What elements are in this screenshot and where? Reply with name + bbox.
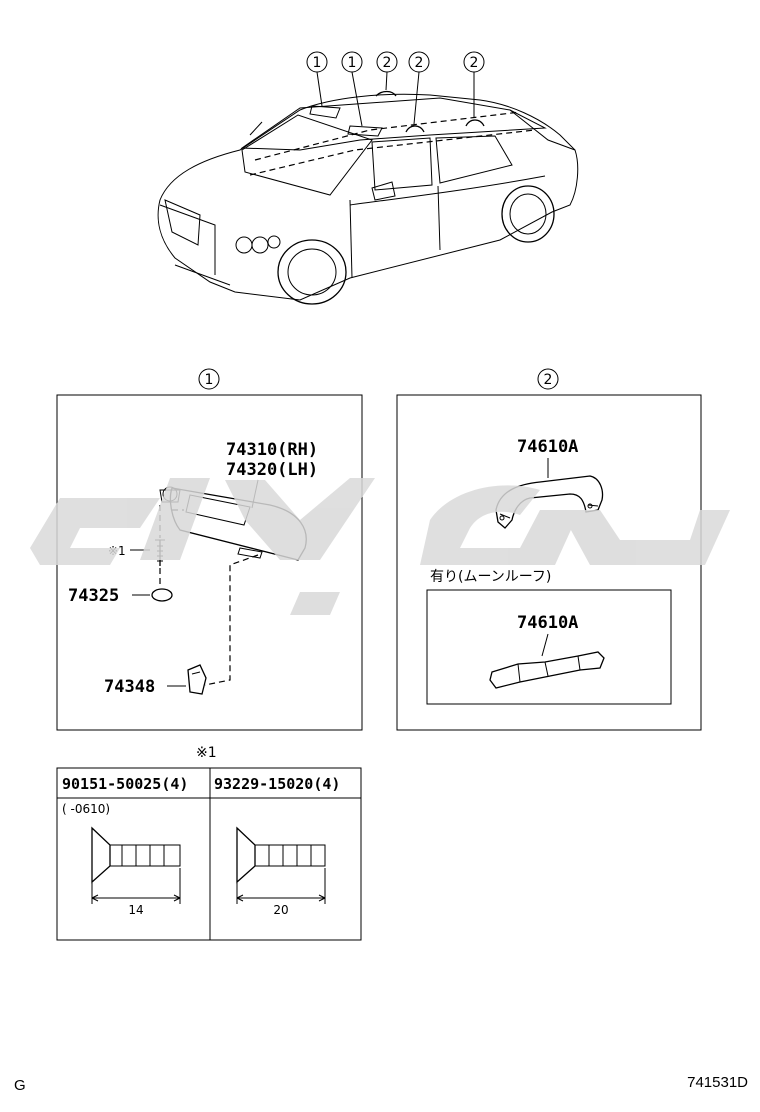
part-74320-lh: 74320(LH) [226,460,318,480]
screw-90151-icon [91,826,181,904]
assist-grip-moonroof-icon [489,651,605,689]
footer-mark: G [14,1077,26,1094]
panel-2-assist-grip: 2 74610A 有り(ムーンルーフ) 74610A [396,368,702,731]
part-74610a-moonroof: 74610A [517,613,578,633]
watermark-logo [30,478,730,615]
moonroof-label: 有り(ムーンルーフ) [430,569,551,585]
callout-1-b: 1 [348,55,357,71]
screw-part-90151: 90151-50025(4) [62,775,188,793]
screw-col1-note: ( -0610) [62,802,110,816]
part-74310-rh: 74310(RH) [226,440,318,460]
part-74325: 74325 [68,586,119,606]
callout-2-a: 2 [383,55,392,71]
screw-col2-length: 20 [273,903,288,917]
panel-1-label: 1 [205,372,214,388]
diagram-id: 741531D [687,1074,748,1091]
panel-2-label: 2 [544,372,553,388]
callout-2-b: 2 [415,55,424,71]
car-callouts: 1 1 2 2 2 [306,51,485,127]
callout-1-a: 1 [313,55,322,71]
callout-2-c: 2 [470,55,479,71]
part-74610a: 74610A [517,437,578,457]
washer-icon [151,588,173,602]
visor-holder-icon [187,664,207,695]
moonroof-subpanel [426,589,672,705]
screw-spec-table: ※1 90151-50025(4) 93229-15020(4) ( -0610… [56,745,362,941]
part-74348: 74348 [104,677,155,697]
screw-col1-length: 14 [128,903,143,917]
screw-part-93229: 93229-15020(4) [214,775,340,793]
car-illustration [157,90,579,305]
screw-93229-icon [236,826,326,904]
screw-table-title: ※1 [196,745,217,761]
panel-1-sun-visor: 1 74310(RH) 74320(LH) ※1 74325 [56,368,363,731]
